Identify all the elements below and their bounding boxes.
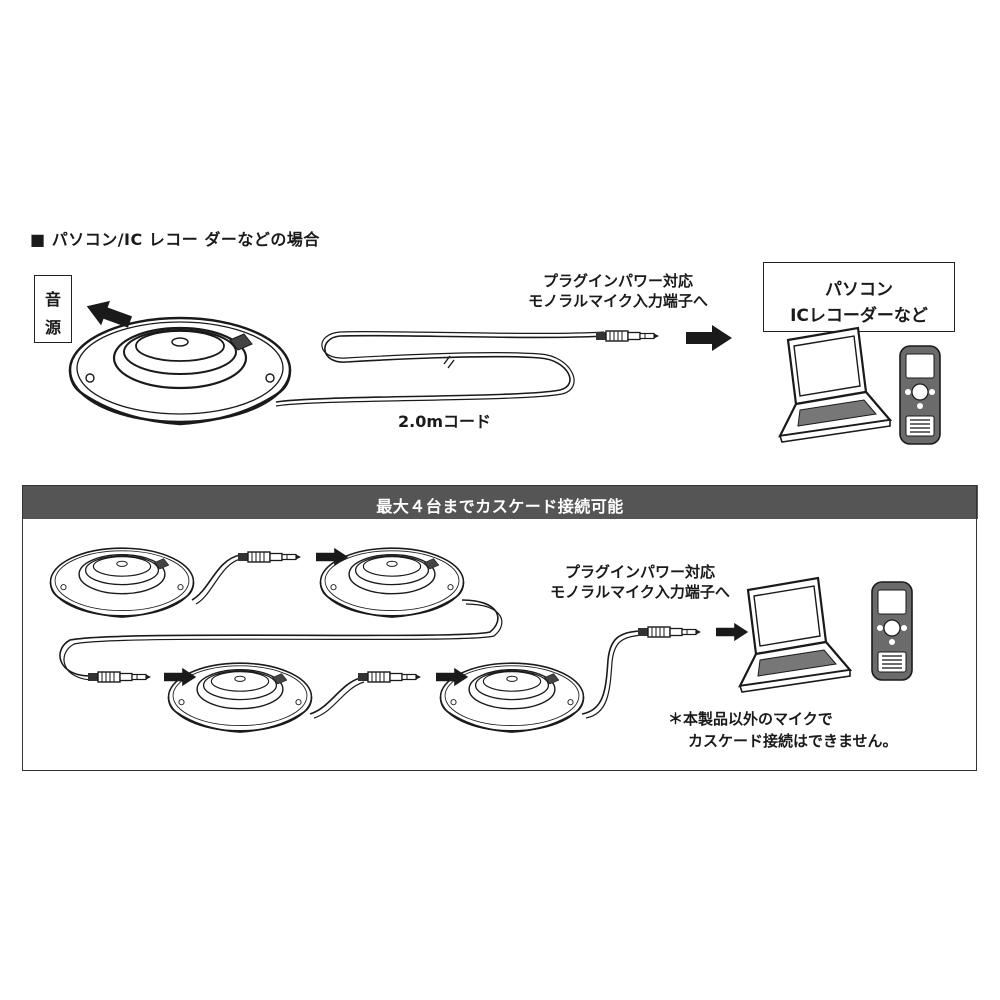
audio-plug-icon-3 [357, 671, 422, 683]
audio-plug-icon-4 [637, 626, 702, 638]
sound-source-box: 音 源 [34, 275, 72, 343]
cord-line [275, 334, 605, 403]
cascade-banner: 最大４台までカスケード接続可能 [22, 485, 978, 519]
device-box-label-1: パソコン [825, 280, 893, 300]
arrow-right-icon-4 [716, 622, 749, 642]
ic-recorder-icon [899, 345, 941, 445]
section1-title: ■ パソコン/IC レコー ダーなどの場合 [30, 230, 320, 249]
plug-label-4: モノラルマイク入力端子へ [550, 583, 730, 601]
plug-label-1: プラグインパワー対応 [542, 272, 693, 290]
sound-source-label-2: 源 [44, 318, 61, 337]
device-box-label-2: ICレコーダーなど [790, 306, 928, 326]
audio-plug-icon-1 [237, 551, 302, 563]
ic-recorder-icon-2 [871, 581, 913, 681]
laptop-icon-2 [738, 576, 852, 694]
plug-label-3: プラグインパワー対応 [564, 563, 715, 581]
cascade-section-frame [22, 485, 977, 771]
microphone-icon-1 [49, 547, 195, 618]
microphone-icon [68, 316, 292, 426]
cascade-note-1: ＊本製品以外のマイクで [668, 710, 833, 728]
cascade-note-2: カスケード接続はできません。 [688, 732, 898, 750]
sound-source-label-1: 音 [44, 290, 61, 309]
audio-plug-icon [595, 330, 660, 342]
plug-label-2: モノラルマイク入力端子へ [528, 292, 708, 310]
laptop-icon [778, 326, 892, 444]
cord-length-label: 2.0mコード [398, 412, 492, 431]
device-box: パソコン ICレコーダーなど [763, 262, 955, 332]
cascade-banner-text: 最大４台までカスケード接続可能 [376, 497, 624, 516]
audio-plug-icon-2 [87, 671, 152, 683]
cable-tie-icon [443, 355, 455, 369]
arrow-right-icon [686, 325, 732, 351]
